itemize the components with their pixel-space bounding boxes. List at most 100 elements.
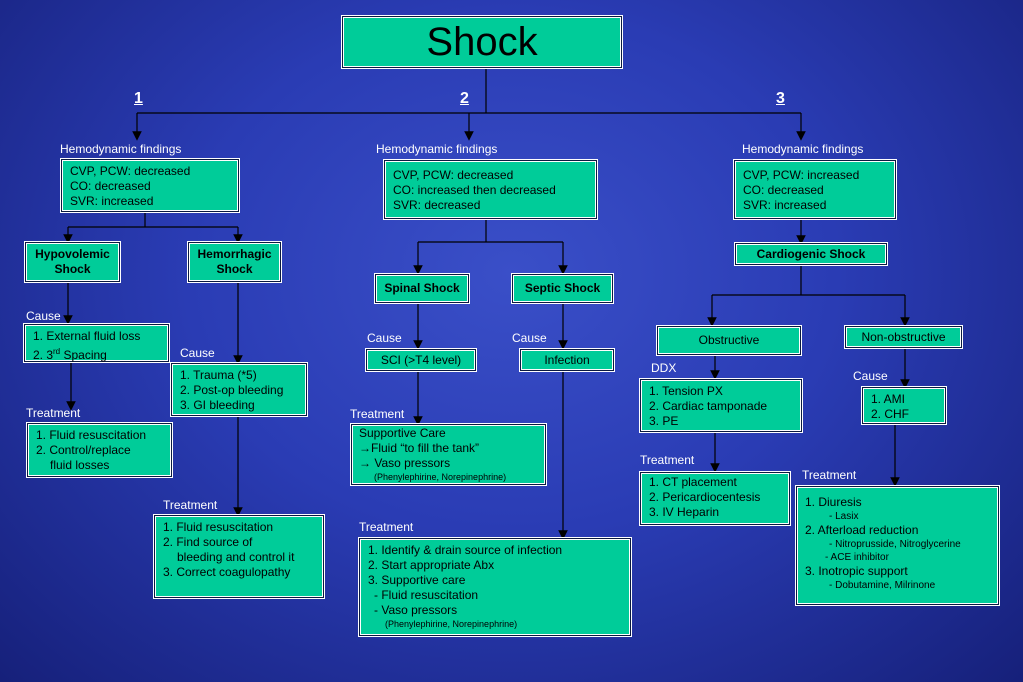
treatment-item: 2. Afterload reduction — [805, 523, 919, 537]
spinal-cause: SCI (>T4 level) — [380, 352, 462, 367]
septic-cause: Infection — [544, 352, 590, 367]
treatment-label-septic: Treatment — [359, 520, 414, 534]
hypovolemic-treatment-box: 1. Fluid resuscitation 2. Control/replac… — [26, 422, 173, 478]
findings-box-1: CVP, PCW: decreased CO: decreased SVR: i… — [60, 158, 240, 213]
finding: SVR: decreased — [393, 198, 481, 212]
obstructive-box: Obstructive — [656, 325, 802, 356]
cause-item: 1. Trauma (*5) — [180, 368, 257, 382]
cause-item: 3. GI bleeding — [180, 398, 255, 412]
finding: CVP, PCW: increased — [743, 168, 860, 182]
septic-cause-box: Infection — [519, 348, 615, 372]
treatment-item: 3. Supportive care — [368, 573, 466, 587]
hemodynamic-label-2: Hemodynamic findings — [376, 142, 498, 156]
branch-number-1: 1 — [134, 90, 143, 107]
cause-item: 2. CHF — [871, 407, 910, 421]
page-title: Shock — [426, 19, 538, 64]
treatment-item: - Vaso pressors — [374, 603, 458, 617]
cause-label-hemorrhagic: Cause — [180, 346, 215, 360]
septic-shock-box: Septic Shock — [511, 273, 614, 304]
treatment-item: 1. Fluid resuscitation — [163, 520, 274, 534]
nonobstructive-treatment-box: 1. Diuresis - Lasix 2. Afterload reducti… — [795, 485, 1000, 606]
hypovolemic-title-line: Shock — [54, 262, 91, 276]
treatment-item: Supportive Care — [359, 426, 446, 440]
findings-box-3: CVP, PCW: increased CO: decreased SVR: i… — [733, 159, 897, 220]
finding: CO: decreased — [70, 179, 151, 193]
treatment-item: 2. Find source of — [163, 535, 253, 549]
treatment-item: → Vaso pressors — [359, 456, 451, 470]
treatment-item: - Lasix — [829, 511, 859, 522]
treatment-label-obstructive: Treatment — [640, 453, 695, 467]
treatment-item: 2. Pericardiocentesis — [649, 490, 761, 504]
obstructive-ddx-box: 1. Tension PX 2. Cardiac tamponade 3. PE — [639, 378, 803, 433]
finding: CVP, PCW: decreased — [70, 164, 191, 178]
branch-number-2: 2 — [460, 90, 469, 107]
treatment-item: →Fluid “to fill the tank” — [359, 441, 480, 455]
treatment-item: 2. Start appropriate Abx — [368, 558, 495, 572]
treatment-item: 1. CT placement — [649, 475, 737, 489]
obstructive-title: Obstructive — [698, 333, 760, 347]
hemorrhagic-cause-box: 1. Trauma (*5) 2. Post-op bleeding 3. GI… — [170, 362, 308, 417]
hemorrhagic-treatment-box: 1. Fluid resuscitation 2. Find source of… — [153, 514, 325, 599]
septic-treatment-box: 1. Identify & drain source of infection … — [358, 537, 632, 637]
septic-shock-title: Septic Shock — [524, 281, 601, 295]
nonobstructive-cause-box: 1. AMI 2. CHF — [861, 386, 947, 425]
cause-label-spinal: Cause — [367, 331, 402, 345]
treatment-item: - Dobutamine, Milrinone — [829, 580, 936, 591]
cause-label-septic: Cause — [512, 331, 547, 345]
treatment-item: 3. Inotropic support — [805, 564, 908, 578]
cause-item: 1. AMI — [871, 392, 906, 406]
branch-number-3: 3 — [776, 90, 785, 107]
finding: SVR: increased — [743, 198, 827, 212]
treatment-item: (Phenylephirine, Norepinephrine) — [385, 619, 518, 629]
hemorrhagic-shock-box: Hemorrhagic Shock — [187, 241, 282, 283]
hypovolemic-cause-box: 1. External fluid loss 2. 3rd Spacing — [23, 323, 170, 363]
finding: SVR: increased — [70, 194, 154, 208]
hemorrhagic-title-line: Shock — [216, 262, 253, 276]
spinal-shock-box: Spinal Shock — [374, 273, 470, 304]
title-box: Shock — [341, 15, 623, 69]
treatment-label-hemorrhagic: Treatment — [163, 498, 218, 512]
cause-label-hypovolemic: Cause — [26, 309, 61, 323]
treatment-item: bleeding and control it — [177, 550, 295, 564]
treatment-item: (Phenylephirine, Norepinephrine) — [374, 472, 507, 482]
cause-item: 2. Post-op bleeding — [180, 383, 284, 397]
treatment-item: 1. Fluid resuscitation — [36, 428, 147, 442]
cause-label-nonobstructive: Cause — [853, 369, 888, 383]
spinal-cause-box: SCI (>T4 level) — [365, 348, 477, 372]
spinal-shock-title: Spinal Shock — [384, 281, 460, 295]
nonobstructive-title: Non-obstructive — [861, 329, 946, 344]
finding: CO: decreased — [743, 183, 824, 197]
ddx-item: 1. Tension PX — [649, 384, 723, 398]
treatment-item: fluid losses — [50, 458, 110, 472]
cause-item: 2. 3rd Spacing — [33, 347, 107, 362]
ddx-label: DDX — [651, 361, 677, 375]
treatment-label-spinal: Treatment — [350, 407, 405, 421]
treatment-item: 1. Diuresis — [805, 495, 862, 509]
hypovolemic-shock-box: Hypovolemic Shock — [24, 241, 121, 283]
treatment-label-hypovolemic: Treatment — [26, 406, 81, 420]
spinal-treatment-box: Supportive Care →Fluid “to fill the tank… — [350, 423, 547, 486]
finding: CVP, PCW: decreased — [393, 168, 514, 182]
finding: CO: increased then decreased — [393, 183, 556, 197]
treatment-item: 3. IV Heparin — [649, 505, 720, 519]
hemodynamic-label-1: Hemodynamic findings — [60, 142, 182, 156]
cardiogenic-shock-title: Cardiogenic Shock — [756, 246, 866, 261]
treatment-item: 1. Identify & drain source of infection — [368, 543, 563, 557]
hypovolemic-title-line: Hypovolemic — [35, 247, 110, 261]
treatment-item: 3. Correct coagulopathy — [163, 565, 291, 579]
obstructive-treatment-box: 1. CT placement 2. Pericardiocentesis 3.… — [639, 471, 791, 526]
treatment-item: - Nitroprusside, Nitroglycerine — [829, 539, 961, 550]
findings-box-2: CVP, PCW: decreased CO: increased then d… — [383, 159, 598, 220]
treatment-item: 2. Control/replace — [36, 443, 131, 457]
hemodynamic-label-3: Hemodynamic findings — [742, 142, 864, 156]
treatment-item: - Fluid resuscitation — [374, 588, 479, 602]
hemorrhagic-title-line: Hemorrhagic — [197, 247, 272, 261]
nonobstructive-box: Non-obstructive — [844, 325, 963, 349]
ddx-item: 3. PE — [649, 414, 679, 428]
treatment-item: - ACE inhibitor — [825, 552, 889, 563]
ddx-item: 2. Cardiac tamponade — [649, 399, 768, 413]
cause-item: 1. External fluid loss — [33, 329, 141, 343]
treatment-label-nonobstructive: Treatment — [802, 468, 857, 482]
cardiogenic-shock-box: Cardiogenic Shock — [734, 242, 888, 266]
